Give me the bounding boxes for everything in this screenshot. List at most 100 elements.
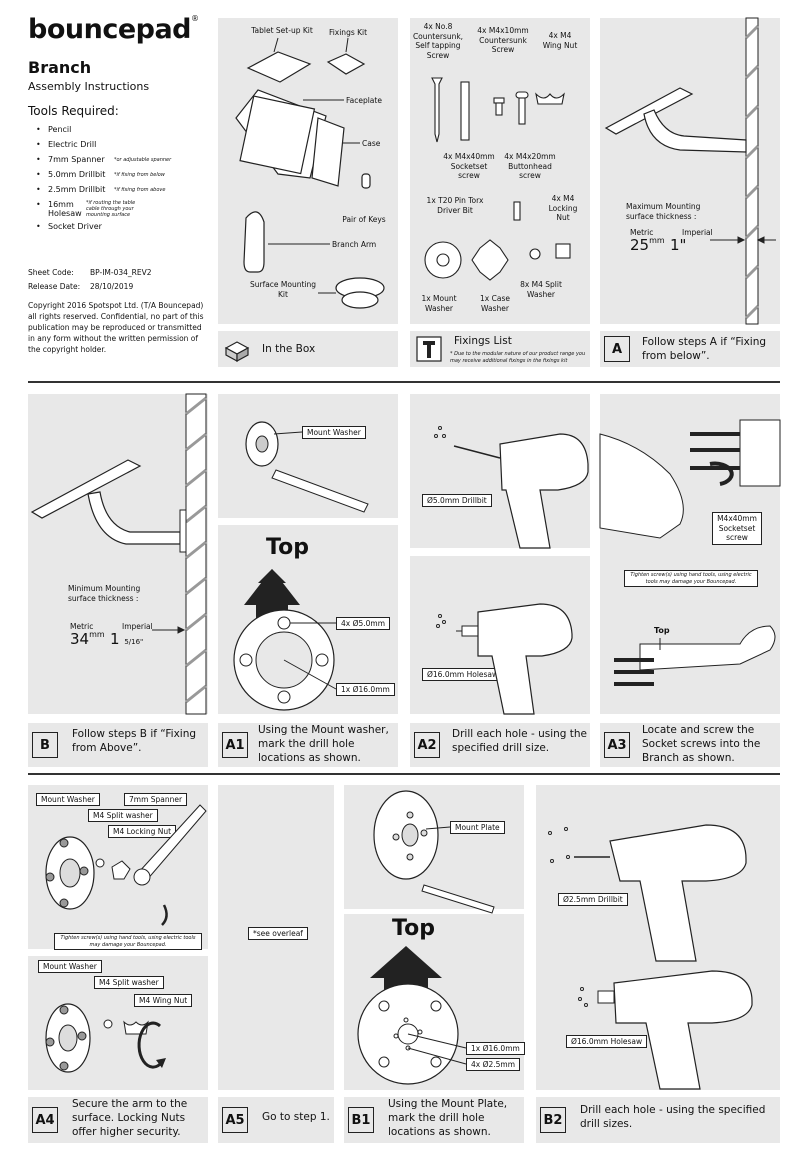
buttonhead-label: 4x M4x20mm Buttonhead screw xyxy=(504,152,556,180)
b1-template-illustration xyxy=(357,946,467,1085)
step-b2-illustration xyxy=(548,824,753,1090)
tablet-kit-label: Tablet Set-up Kit xyxy=(251,26,313,35)
torx-label: 1x T20 Pin Torx Driver Bit xyxy=(426,196,484,215)
fixings-note: * Due to the modular nature of our produ… xyxy=(450,351,586,364)
step-a4-bottom-illustration xyxy=(45,1003,166,1073)
box-icon xyxy=(224,341,250,363)
imperial-value-b: 1 5/16" xyxy=(110,630,144,648)
divider-1 xyxy=(28,381,780,383)
hole-small-callout: 4x Ø5.0mm xyxy=(336,617,391,630)
step-b2-caption-bar: B2 Drill each hole - using the specified… xyxy=(536,1097,780,1143)
step-a2-code: A2 xyxy=(414,732,440,758)
step-a4-bottom-panel: Mount Washer M4 Split washer M4 Wing Nut xyxy=(28,956,208,1090)
mount-washer-label: 1x Mount Washer xyxy=(421,294,457,313)
tool-item: 5.0mm Drillbit*if fixing from below xyxy=(36,170,165,185)
step-a3-illustration xyxy=(599,419,781,686)
metric-value: 25mm xyxy=(630,236,665,254)
fixings-caption: Fixings List xyxy=(454,335,512,347)
wing-nut-callout: M4 Wing Nut xyxy=(134,994,193,1007)
keys-label: Pair of Keys xyxy=(342,215,386,224)
split-washer-label: 8x M4 Split Washer xyxy=(520,280,562,299)
screw-icon xyxy=(416,336,442,362)
step-a2-bottom-panel: Ø16.0mm Holesaw xyxy=(410,556,590,715)
spanner-callout: 7mm Spanner xyxy=(124,793,188,806)
tool-item: 2.5mm Drillbit*if fixing from above xyxy=(36,185,165,200)
brand-logo: bouncepad® xyxy=(28,14,199,45)
see-overleaf-note: *see overleaf xyxy=(248,927,308,940)
min-thickness-label: Minimum Mounting surface thickness : xyxy=(68,584,141,603)
fixings-panel: 4x No.8 Countersunk, Self tapping Screw … xyxy=(410,18,590,324)
tighten-note-a3: Tighten screw(s) using hand tools, using… xyxy=(624,570,758,587)
step-a-caption-bar: A Follow steps A if “Fixing from below”. xyxy=(600,331,780,367)
drill-illustration-a2 xyxy=(434,426,589,549)
tool-item: 7mm Spanner*or adjustable spanner xyxy=(36,155,171,170)
copyright-text: Copyright 2016 Spotspot Ltd. (T/A Bounce… xyxy=(28,301,204,354)
tools-list: Pencil Electric Drill 7mm Spanner*or adj… xyxy=(36,125,171,237)
sheet-code: Sheet Code:BP-IM-034_REV2 xyxy=(28,268,152,277)
mount-washer-callout-a4: Mount Washer xyxy=(36,793,100,806)
divider-2 xyxy=(28,773,780,775)
b1-hole-small-callout: 4x Ø2.5mm xyxy=(466,1058,521,1071)
mount-plate-callout: Mount Plate xyxy=(450,821,505,834)
step-a-illustration xyxy=(604,17,776,325)
step-b-panel: Minimum Mounting surface thickness : Met… xyxy=(28,393,208,715)
fixings-kit-label: Fixings Kit xyxy=(328,28,368,37)
b1-hole-large-callout: 1x Ø16.0mm xyxy=(466,1042,525,1055)
case-washer-label: 1x Case Washer xyxy=(480,294,510,313)
step-a5-code: A5 xyxy=(222,1107,248,1133)
locking-nut-label: 4x M4 Locking Nut xyxy=(548,194,578,222)
release-date: Release Date:28/10/2019 xyxy=(28,282,134,291)
tools-heading: Tools Required: xyxy=(28,104,119,118)
hole-large-callout: 1x Ø16.0mm xyxy=(336,683,395,696)
product-subtitle: Assembly Instructions xyxy=(28,80,150,93)
tighten-note-a4: Tighten screw(s) using hand tools, using… xyxy=(54,933,202,950)
step-b-code: B xyxy=(32,732,58,758)
top-label-a1: Top xyxy=(266,535,309,560)
step-a-caption: Follow steps A if “Fixing from below”. xyxy=(642,336,767,362)
split-washer-callout: M4 Split washer xyxy=(88,809,158,822)
step-b-caption: Follow steps B if “Fixing from Above”. xyxy=(72,728,197,754)
step-a5-caption-bar: A5 Go to step 1. xyxy=(218,1097,334,1143)
metric-value-b: 34mm xyxy=(70,630,105,648)
step-b2-caption: Drill each hole - using the specified dr… xyxy=(580,1104,766,1130)
step-a4-code: A4 xyxy=(32,1107,58,1133)
step-b-caption-bar: B Follow steps B if “Fixing from Above”. xyxy=(28,723,208,767)
mount-plate-illustration xyxy=(373,790,495,914)
step-a1-bottom-panel: Top 4x Ø5.0mm 1x Ø16.0mm xyxy=(218,525,398,714)
imperial-label-b: Imperial xyxy=(122,622,153,631)
step-a4-caption-bar: A4 Secure the arm to the surface. Lockin… xyxy=(28,1097,208,1143)
in-the-box-illustration xyxy=(235,37,385,309)
tool-item: Electric Drill xyxy=(36,140,105,155)
step-b2-panel: Ø2.5mm Drillbit Ø16.0mm Holesaw xyxy=(536,785,780,1090)
step-b1-code: B1 xyxy=(348,1107,374,1133)
template-illustration xyxy=(233,569,337,711)
b2-drillbit-callout: Ø2.5mm Drillbit xyxy=(558,893,628,906)
step-a4-caption: Secure the arm to the surface. Locking N… xyxy=(72,1098,188,1138)
tool-item: Socket Driver xyxy=(36,222,105,237)
step-b1-bottom-panel: Top 1x Ø16.0mm 4x Ø2.5mm xyxy=(344,914,525,1090)
socketset-callout: M4x40mm Socketset screw xyxy=(712,512,762,545)
step-a3-caption: Locate and screw the Socket screws into … xyxy=(642,724,761,764)
step-b1-top-panel: Mount Plate xyxy=(344,785,524,914)
tool-item: Pencil xyxy=(36,125,105,140)
step-a5-caption: Go to step 1. xyxy=(262,1111,330,1123)
step-b1-caption-bar: B1 Using the Mount Plate, mark the drill… xyxy=(344,1097,524,1143)
wing-nut-label: 4x M4 Wing Nut xyxy=(542,31,578,50)
screw-a-label: 4x No.8 Countersunk, Self tapping Screw xyxy=(412,22,464,60)
surface-kit-label: Surface Mounting Kit xyxy=(249,280,317,299)
step-a4-top-illustration xyxy=(45,804,207,926)
step-a-code: A xyxy=(604,336,630,362)
product-title: Branch xyxy=(28,58,92,77)
mount-washer-callout-a4-2: Mount Washer xyxy=(38,960,102,973)
max-thickness-label: Maximum Mounting surface thickness : xyxy=(626,202,701,221)
mount-washer-callout: Mount Washer xyxy=(302,426,366,439)
branch-arm-label: Branch Arm xyxy=(332,240,377,249)
imperial-label: Imperial xyxy=(682,228,713,237)
step-a3-caption-bar: A3 Locate and screw the Socket screws in… xyxy=(600,723,780,767)
in-the-box-panel: Tablet Set-up Kit Fixings Kit Faceplate … xyxy=(218,18,398,324)
screw-b-label: 4x M4x10mm Countersunk Screw xyxy=(477,26,529,54)
step-b2-code: B2 xyxy=(540,1107,566,1133)
step-b1-caption: Using the Mount Plate, mark the drill ho… xyxy=(388,1098,508,1138)
step-a2-caption: Drill each hole - using the specified dr… xyxy=(452,728,588,754)
top-label-b1: Top xyxy=(392,916,435,941)
